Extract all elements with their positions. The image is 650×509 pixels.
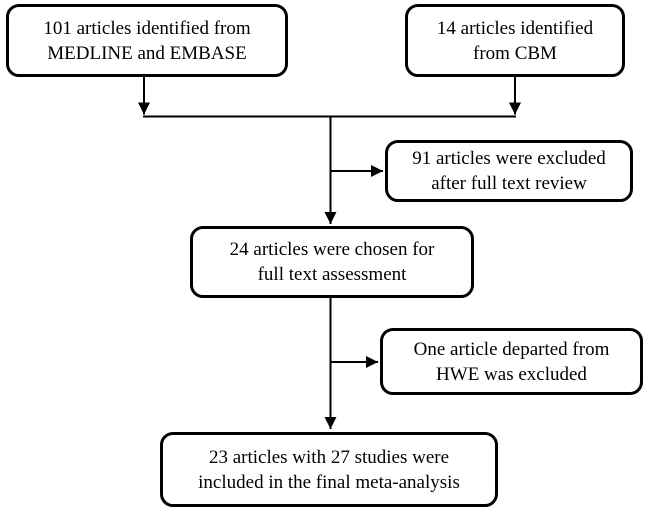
node-text-line: 23 articles with 27 studies were xyxy=(208,446,450,468)
node-text-line: from CBM xyxy=(473,42,557,64)
node-text-line: 24 articles were chosen for xyxy=(229,239,435,260)
node-text-line: full text assessment xyxy=(257,264,407,285)
node-hwe-excluded: One article departed from HWE was exclud… xyxy=(380,328,643,395)
node-text-line: included in the final meta-analysis xyxy=(198,471,460,493)
node-final-23: 23 articles with 27 studies were include… xyxy=(160,432,498,507)
node-text-line: 14 articles identified xyxy=(436,17,594,39)
node-text-line: HWE was excluded xyxy=(436,363,587,385)
node-cbm: 14 articles identified from CBM xyxy=(405,4,625,77)
node-text-line: after full text review xyxy=(431,173,587,194)
node-text-line: 91 articles were excluded xyxy=(412,148,606,169)
node-text-line: One article departed from xyxy=(413,338,610,360)
node-medline-embase: 101 articles identified from MEDLINE and… xyxy=(6,4,288,77)
node-excluded-91: 91 articles were excluded after full tex… xyxy=(385,140,633,202)
node-text-line: MEDLINE and EMBASE xyxy=(47,42,247,64)
node-chosen-24: 24 articles were chosen for full text as… xyxy=(190,226,474,298)
node-text-line: 101 articles identified from xyxy=(43,17,251,39)
